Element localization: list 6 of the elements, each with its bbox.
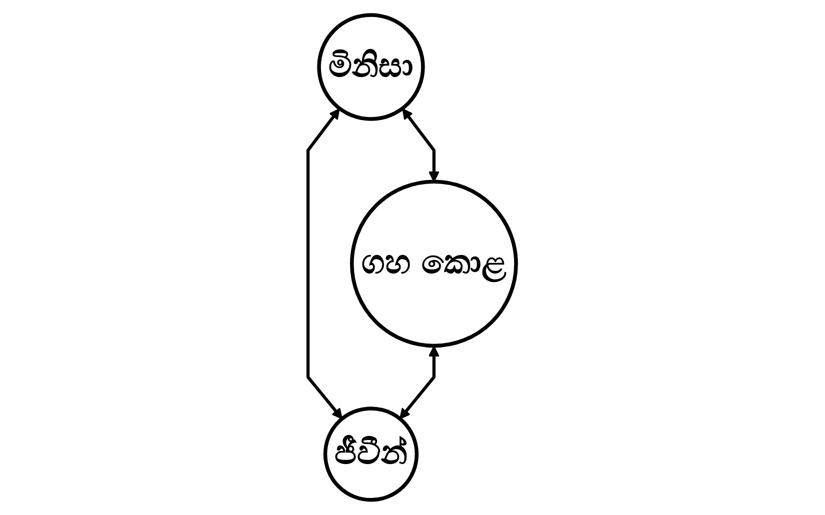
node-circle: ගහ කොළ <box>350 180 518 348</box>
node-circle: ජීවීන් <box>324 406 420 502</box>
arrow <box>402 108 440 182</box>
arrow <box>306 108 343 420</box>
node-circle: මිනිසා <box>318 13 426 121</box>
arrow <box>400 346 440 420</box>
